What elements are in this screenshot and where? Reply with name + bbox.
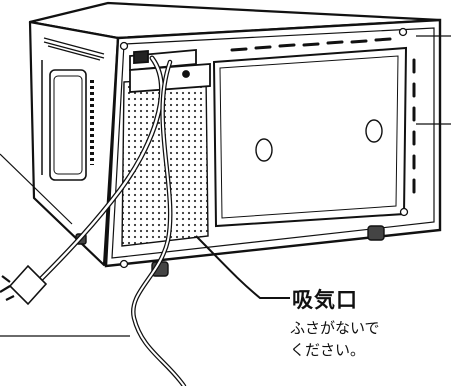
cord-bracket xyxy=(129,49,211,93)
rear-screws xyxy=(119,27,409,269)
callout-leaders xyxy=(0,35,451,337)
screw-hole-left xyxy=(255,138,273,162)
power-cord xyxy=(35,55,187,389)
side-vents xyxy=(41,37,105,181)
intake-vent-label: 吸気口 xyxy=(292,288,358,312)
intake-vent-note-line1: ふさがないで xyxy=(290,319,380,337)
cabinet-left-side xyxy=(28,20,120,267)
intake-vent-note-line2: ください。 xyxy=(290,341,366,359)
top-slots xyxy=(230,37,392,52)
power-plug xyxy=(0,264,48,306)
screw-hole-right xyxy=(365,119,383,143)
